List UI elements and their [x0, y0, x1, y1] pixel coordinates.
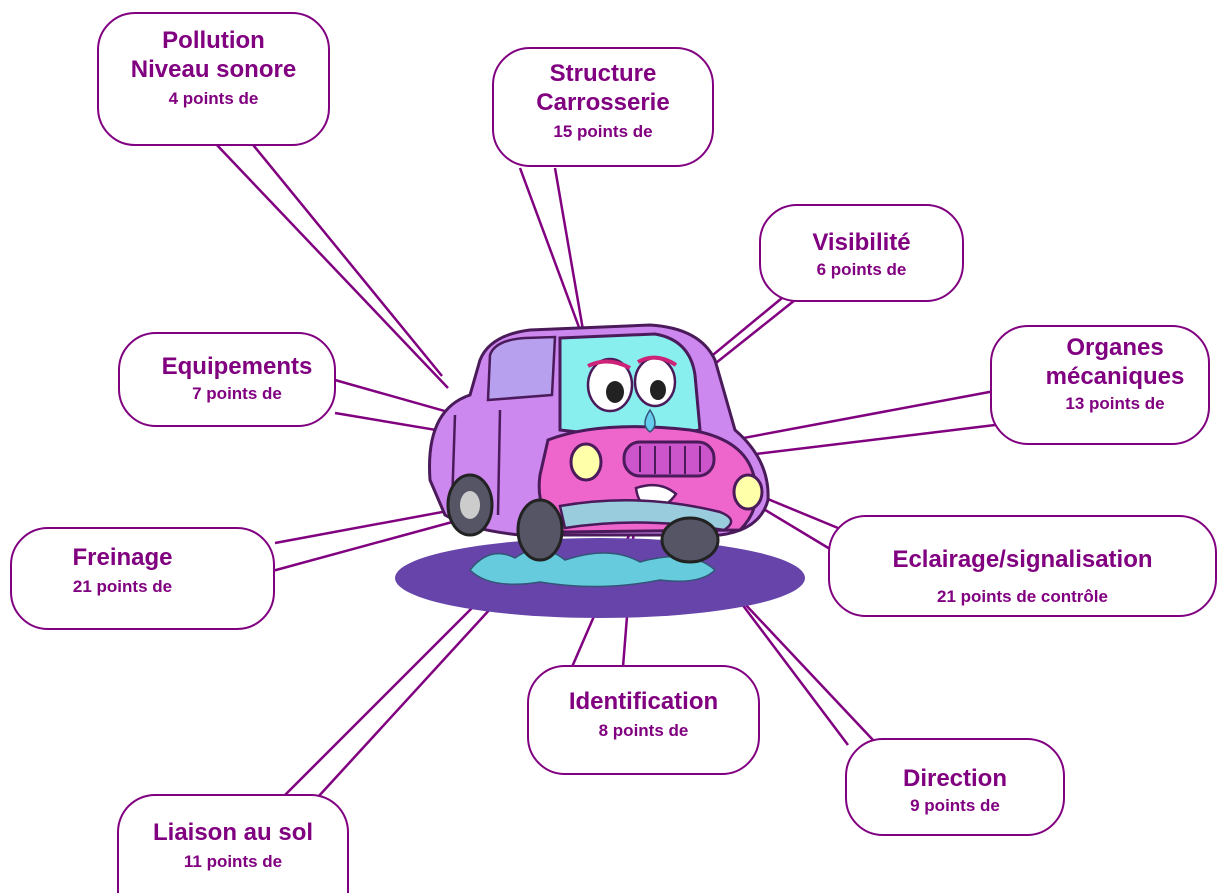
bubble-liaison: Liaison au sol 11 points de: [117, 794, 349, 893]
bubble-identification-title1: Identification: [529, 687, 758, 716]
bubble-liaison-points: 11 points de: [119, 851, 347, 873]
bubble-structure: Structure Carrosserie 15 points de: [492, 47, 714, 167]
bubble-eclairage: Eclairage/signalisation 21 points de con…: [828, 515, 1217, 617]
bubble-eclairage-title1: Eclairage/signalisation: [830, 545, 1215, 574]
bubble-visibilite: Visibilité 6 points de: [759, 204, 964, 302]
bubble-visibilite-title1: Visibilité: [761, 228, 962, 257]
bubble-direction: Direction 9 points de: [845, 738, 1065, 836]
wheel-front-left: [518, 500, 562, 560]
bubble-freinage-title1: Freinage: [12, 543, 233, 572]
bubble-visibilite-points: 6 points de: [761, 259, 962, 281]
bubble-pollution-title2: Niveau sonore: [99, 55, 328, 84]
bubble-equipements-title1: Equipements: [140, 352, 334, 381]
bubble-equipements-points: 7 points de: [140, 383, 334, 405]
bubble-eclairage-points: 21 points de contrôle: [830, 586, 1215, 608]
bubble-pollution-title1: Pollution: [99, 26, 328, 55]
bubble-freinage: Freinage 21 points de: [10, 527, 275, 630]
bubble-organes-points: 13 points de: [1022, 393, 1208, 415]
bubble-pollution: Pollution Niveau sonore 4 points de: [97, 12, 330, 146]
bubble-organes-title1: Organes: [1022, 333, 1208, 362]
bubble-pollution-points: 4 points de: [99, 88, 328, 110]
bubble-direction-points: 9 points de: [847, 795, 1063, 817]
car-windows: [488, 337, 555, 400]
bubble-freinage-points: 21 points de: [12, 576, 233, 598]
bubble-identification-points: 8 points de: [529, 720, 758, 742]
bubble-structure-points: 15 points de: [494, 121, 712, 143]
bubble-liaison-title1: Liaison au sol: [119, 818, 347, 847]
bubble-equipements: Equipements 7 points de: [118, 332, 336, 427]
bubble-structure-title2: Carrosserie: [494, 88, 712, 117]
bubble-organes: Organes mécaniques 13 points de: [990, 325, 1210, 445]
bubble-organes-title2: mécaniques: [1022, 362, 1208, 391]
wheel-front-right: [662, 518, 718, 562]
connector-structure: [520, 168, 583, 330]
headlight-left: [571, 444, 601, 480]
bubble-identification: Identification 8 points de: [527, 665, 760, 775]
bubble-structure-title1: Structure: [494, 59, 712, 88]
headlight-right: [734, 475, 762, 509]
bubble-direction-title1: Direction: [847, 764, 1063, 793]
car-illustration: [395, 325, 805, 618]
